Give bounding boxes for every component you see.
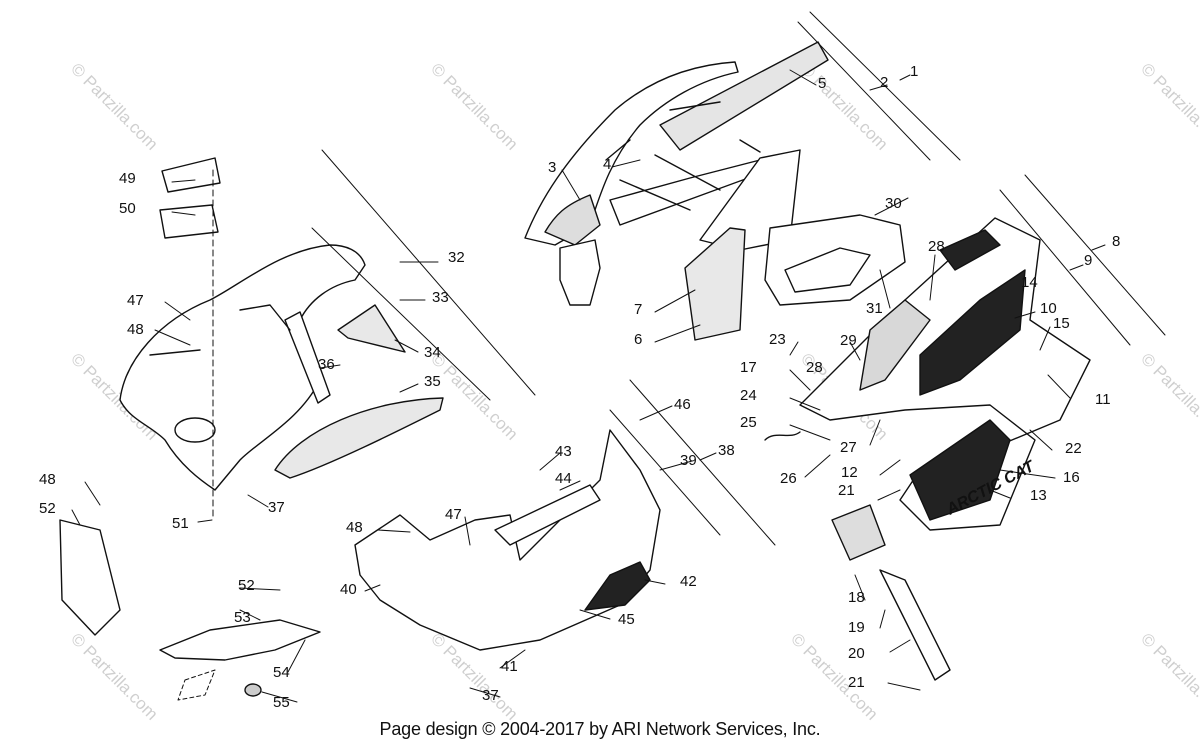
callout-29: 29	[840, 332, 857, 349]
callout-31: 31	[866, 300, 883, 317]
callout-20: 20	[848, 645, 865, 662]
callout-42: 42	[680, 573, 697, 590]
callout-11: 11	[1095, 391, 1111, 408]
callout-22: 22	[1065, 440, 1082, 457]
watermark-text: © Partzilla.com	[67, 59, 161, 153]
callout-37: 37	[482, 687, 499, 704]
callout-4: 4	[603, 156, 611, 173]
callout-7: 7	[634, 301, 642, 318]
callout-53: 53	[234, 609, 251, 626]
callout-37: 37	[268, 499, 285, 516]
callout-27: 27	[840, 439, 857, 456]
callout-2: 2	[880, 74, 888, 91]
watermark-text: © Partzilla.com	[787, 629, 881, 723]
callout-41: 41	[501, 658, 518, 675]
callout-5: 5	[818, 75, 826, 92]
callout-24: 24	[740, 387, 757, 404]
callout-21: 21	[838, 482, 855, 499]
callout-8: 8	[1112, 233, 1120, 250]
side-panel-assembly	[764, 217, 1091, 681]
callout-49: 49	[119, 170, 136, 187]
callout-47: 47	[445, 506, 462, 523]
callout-44: 44	[555, 470, 572, 487]
watermark-text: © Partzilla.com	[1137, 59, 1200, 153]
callout-26: 26	[780, 470, 797, 487]
callout-51: 51	[172, 515, 189, 532]
callout-47: 47	[127, 292, 144, 309]
watermark-text: © Partzilla.com	[1137, 349, 1200, 443]
callout-18: 18	[848, 589, 865, 606]
assembly-brackets	[311, 11, 1166, 546]
callout-52: 52	[238, 577, 255, 594]
callout-36: 36	[318, 356, 335, 373]
callout-19: 19	[848, 619, 865, 636]
callout-54: 54	[273, 664, 290, 681]
callout-38: 38	[718, 442, 735, 459]
callout-39: 39	[680, 452, 697, 469]
copyright-footer: Page design © 2004-2017 by ARI Network S…	[379, 719, 821, 739]
watermark-text: © Partzilla.com	[797, 59, 891, 153]
callout-6: 6	[634, 331, 642, 348]
callout-10: 10	[1040, 300, 1057, 317]
callout-45: 45	[618, 611, 635, 628]
callout-17: 17	[740, 359, 757, 376]
callout-15: 15	[1053, 315, 1070, 332]
callout-48: 48	[346, 519, 363, 536]
callout-13: 13	[1030, 487, 1047, 504]
callout-48: 48	[39, 471, 56, 488]
callout-55: 55	[273, 694, 290, 711]
callout-9: 9	[1084, 252, 1092, 269]
callout-16: 16	[1063, 469, 1080, 486]
callout-28: 28	[806, 359, 823, 376]
callout-12: 12	[841, 464, 858, 481]
callout-28: 28	[928, 238, 945, 255]
callout-25: 25	[740, 414, 757, 431]
belly-pan-assembly	[59, 429, 661, 701]
callout-50: 50	[119, 200, 136, 217]
watermark-text: © Partzilla.com	[1137, 629, 1200, 723]
callout-1: 1	[910, 63, 918, 80]
callout-48: 48	[127, 321, 144, 338]
callout-52: 52	[39, 500, 56, 517]
callout-40: 40	[340, 581, 357, 598]
windshield-assembly	[524, 41, 906, 341]
callout-3: 3	[548, 159, 556, 176]
callout-21: 21	[848, 674, 865, 691]
callout-43: 43	[555, 443, 572, 460]
callout-14: 14	[1021, 274, 1038, 291]
callout-32: 32	[448, 249, 465, 266]
dash-panel-assembly	[119, 157, 444, 521]
callout-30: 30	[885, 195, 902, 212]
leader-lines	[71, 69, 1106, 703]
callout-23: 23	[769, 331, 786, 348]
watermark-text: © Partzilla.com	[67, 629, 161, 723]
callout-46: 46	[674, 396, 691, 413]
callout-34: 34	[424, 344, 441, 361]
callout-35: 35	[424, 373, 441, 390]
watermark-text: © Partzilla.com	[427, 59, 521, 153]
callout-33: 33	[432, 289, 449, 306]
